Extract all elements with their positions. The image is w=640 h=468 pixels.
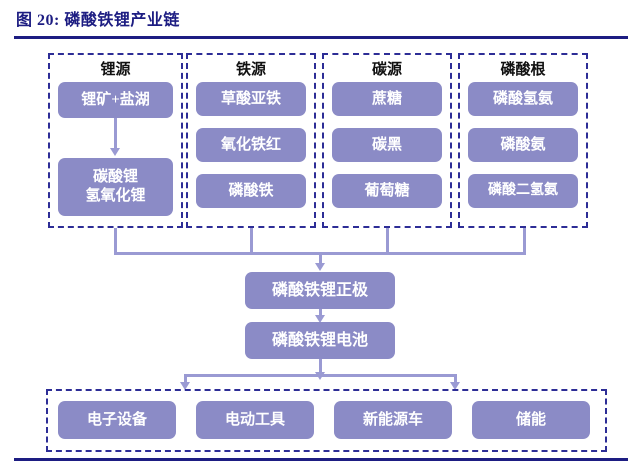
node-label: 磷酸铁锂电池 <box>271 331 368 349</box>
node-label: 碳黑 <box>371 136 402 153</box>
node-label: 储能 <box>515 411 546 428</box>
node-sucrose[interactable]: 蔗糖 <box>332 82 442 116</box>
node-energy-storage[interactable]: 储能 <box>472 401 590 439</box>
connector-iron-drop <box>250 228 253 254</box>
arrow-apps-left <box>180 382 190 390</box>
node-new-energy-vehicles[interactable]: 新能源车 <box>334 401 452 439</box>
group-panel-iron: 铁源 <box>186 53 316 228</box>
node-glucose[interactable]: 葡萄糖 <box>332 174 442 208</box>
node-label: 磷酸氢氨 <box>492 90 553 107</box>
node-ammonium-dihydrogen-phosphate[interactable]: 磷酸二氢氨 <box>468 174 578 208</box>
node-label: 草酸亚铁 <box>220 90 281 107</box>
connector-lithium-vertical <box>114 118 117 150</box>
node-iron-oxide-red[interactable]: 氧化铁红 <box>196 128 306 162</box>
node-label: 磷酸氨 <box>500 136 546 153</box>
node-label: 电动工具 <box>224 411 285 428</box>
title-divider-top <box>14 36 628 39</box>
node-ferrous-oxalate[interactable]: 草酸亚铁 <box>196 82 306 116</box>
node-label: 锂矿+盐湖 <box>81 91 150 108</box>
group-panel-applications <box>46 389 607 452</box>
node-lfp-battery[interactable]: 磷酸铁锂电池 <box>245 322 395 359</box>
connector-apps-right-leg <box>454 374 457 384</box>
node-label: 磷酸铁 <box>228 182 274 199</box>
connector-apps-left-leg <box>184 374 187 384</box>
arrow-bus-to-cathode <box>315 263 325 271</box>
node-lithium-ore[interactable]: 锂矿+盐湖 <box>58 82 173 118</box>
node-label-line1: 碳酸锂 <box>92 169 138 186</box>
node-label: 电子设备 <box>86 411 147 428</box>
node-lithium-salts[interactable]: 碳酸锂 氢氧化锂 <box>58 158 173 216</box>
group-title-lithium: 锂源 <box>100 62 131 78</box>
group-title-iron: 铁源 <box>235 62 266 78</box>
arrow-cathode-to-battery <box>315 315 325 323</box>
connector-phosphate-drop <box>523 228 526 254</box>
connector-lithium-drop <box>114 228 117 254</box>
node-label: 氧化铁红 <box>220 136 281 153</box>
arrow-lithium-down <box>110 148 120 156</box>
group-title-phosphate: 磷酸根 <box>500 62 546 78</box>
node-iron-phosphate[interactable]: 磷酸铁 <box>196 174 306 208</box>
figure-title: 图 20: 磷酸铁锂产业链 <box>16 12 180 29</box>
node-carbon-black[interactable]: 碳黑 <box>332 128 442 162</box>
node-power-tools[interactable]: 电动工具 <box>196 401 314 439</box>
connector-battery-drop <box>319 359 322 375</box>
node-ammonium-hydrogen-phosphate[interactable]: 磷酸氢氨 <box>468 82 578 116</box>
node-label: 磷酸铁锂正极 <box>271 281 368 299</box>
node-label: 磷酸二氢氨 <box>488 183 558 199</box>
node-label-line2: 氢氧化锂 <box>85 188 146 204</box>
connector-bus-to-cathode <box>319 252 322 266</box>
node-lfp-cathode[interactable]: 磷酸铁锂正极 <box>245 272 395 309</box>
node-label: 蔗糖 <box>371 90 402 107</box>
node-label: 新能源车 <box>362 411 423 428</box>
node-label: 葡萄糖 <box>364 182 410 199</box>
node-ammonium-phosphate[interactable]: 磷酸氨 <box>468 128 578 162</box>
group-title-carbon: 碳源 <box>371 62 402 78</box>
connector-carbon-drop <box>386 228 389 254</box>
node-electronic-devices[interactable]: 电子设备 <box>58 401 176 439</box>
group-panel-phosphate: 磷酸根 <box>458 53 588 228</box>
group-panel-lithium: 锂源 <box>48 53 183 228</box>
connector-cathode-to-battery <box>319 309 322 318</box>
arrow-apps-center <box>315 372 325 380</box>
figure-divider-bottom <box>14 458 628 461</box>
group-panel-carbon: 碳源 <box>322 53 452 228</box>
arrow-apps-right <box>450 382 460 390</box>
